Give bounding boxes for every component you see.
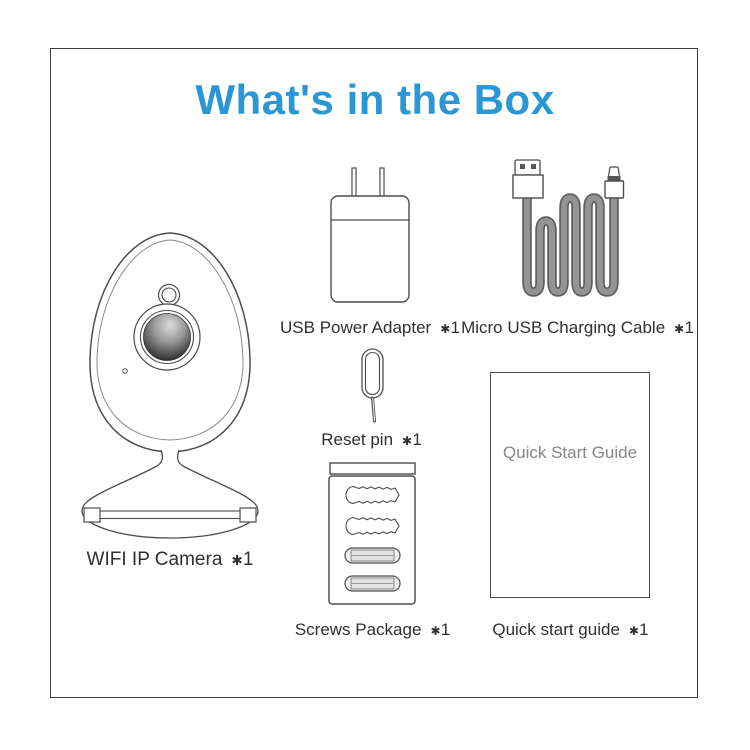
reset-pin-loop-inner [364, 351, 381, 396]
adapter-body [330, 195, 410, 303]
adapter-prong-right [379, 167, 385, 198]
reset-pin-illustration [361, 348, 384, 423]
wall-anchor-2 [344, 575, 401, 592]
guide-cover-title: Quick Start Guide [502, 443, 638, 462]
camera-label: WIFI IP Camera ✱1 [70, 549, 270, 571]
lens-glass [143, 313, 191, 361]
cable-serpentine [522, 193, 619, 297]
reset-pin-label: Reset pin ✱1 [299, 430, 444, 450]
screws-qty: ✱1 [430, 620, 451, 639]
adapter-qty: ✱1 [440, 318, 460, 337]
guide-qty: ✱1 [628, 620, 649, 639]
light-sensor-ring-inner [161, 287, 177, 303]
screws-package-illustration [328, 462, 416, 605]
cable-label-text: Micro USB Charging Cable [461, 318, 666, 337]
page-title: What's in the Box [195, 76, 555, 123]
base-plate-left-tab [83, 507, 101, 523]
reset-pin-qty: ✱1 [402, 430, 422, 449]
usb-power-adapter-illustration [330, 167, 410, 303]
reset-pin-needle-highlight [372, 398, 376, 421]
cable-label: Micro USB Charging Cable ✱1 [460, 318, 695, 338]
adapter-prong-left [351, 167, 357, 198]
base-plate-right-tab [239, 507, 257, 523]
screws-label-text: Screws Package [294, 620, 422, 639]
cable-qty: ✱1 [674, 318, 694, 337]
camera-label-text: WIFI IP Camera [86, 549, 223, 570]
camera-stand [81, 449, 259, 539]
adapter-label-text: USB Power Adapter [280, 318, 432, 337]
reset-pin-label-text: Reset pin [321, 430, 394, 449]
micro-usb-connector [604, 166, 625, 199]
usb-a-connector [512, 159, 544, 199]
camera-faceplate-seam [96, 239, 244, 441]
wall-anchor-1 [344, 547, 401, 564]
guide-label: Quick start guide ✱1 [478, 620, 663, 640]
quick-start-guide-booklet: Quick Start Guide [490, 372, 650, 598]
camera-qty: ✱1 [231, 549, 254, 570]
screw-2 [345, 516, 400, 536]
mic-hole [122, 368, 128, 374]
base-plate-bar [99, 510, 241, 520]
adapter-label: USB Power Adapter ✱1 [270, 318, 470, 338]
screw-1 [345, 485, 400, 505]
bag-seal [329, 462, 416, 475]
wifi-ip-camera-illustration [81, 232, 259, 539]
screws-label: Screws Package ✱1 [280, 620, 465, 640]
bag-body [328, 475, 416, 605]
guide-label-text: Quick start guide [492, 620, 620, 639]
micro-usb-cable-illustration [512, 159, 625, 297]
